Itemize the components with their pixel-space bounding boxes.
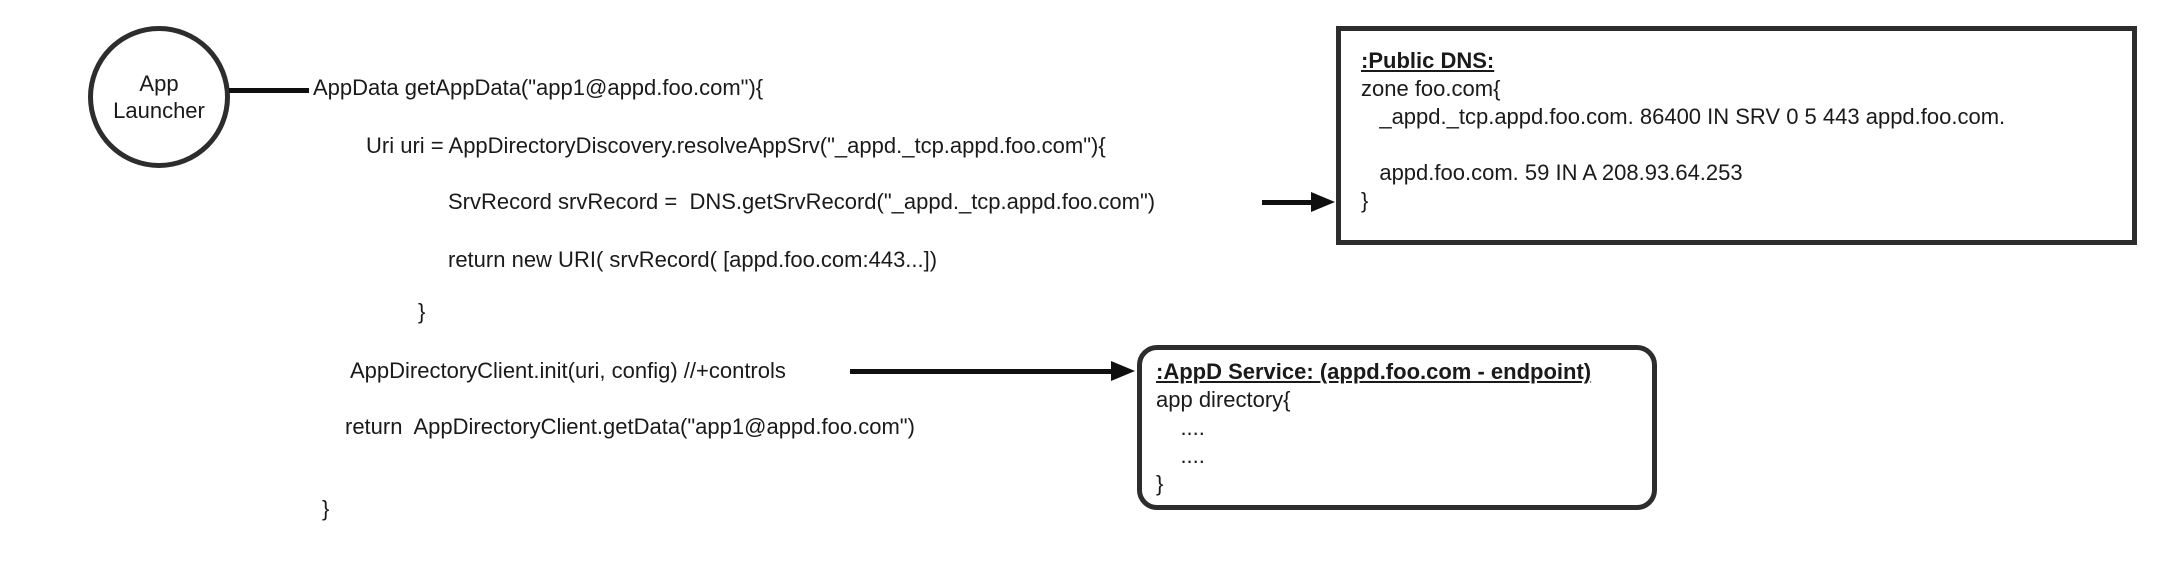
app-launcher-label-line1: App [139, 71, 179, 96]
client-init-arrow [850, 361, 1135, 381]
code-line-inner-brace: } [418, 299, 426, 324]
code-line-getappdata: AppData getAppData("app1@appd.foo.com"){ [313, 75, 764, 100]
appd-closing-brace: } [1156, 471, 1164, 496]
dns-a-record: appd.foo.com. 59 IN A 208.93.64.253 [1361, 160, 1743, 185]
dns-closing-brace: } [1361, 188, 1369, 213]
appd-service-box: :AppD Service: (appd.foo.com - endpoint)… [1137, 345, 1657, 510]
dns-zone-line: zone foo.com{ [1361, 76, 1501, 101]
code-line-outer-brace: } [322, 496, 330, 521]
client-init-arrowhead-icon [1111, 361, 1135, 381]
code-line-getsrvrecord: SrvRecord srvRecord = DNS.getSrvRecord("… [448, 189, 1156, 214]
appd-dots-line-2: .... [1156, 443, 1205, 468]
app-launcher-actor: App Launcher [88, 26, 230, 168]
code-line-client-init: AppDirectoryClient.init(uri, config) //+… [350, 358, 786, 383]
appd-directory-line: app directory{ [1156, 387, 1291, 412]
public-dns-box: :Public DNS: zone foo.com{ _appd._tcp.ap… [1336, 26, 2137, 245]
srv-lookup-arrowhead-icon [1311, 192, 1335, 212]
code-line-return-getdata: return AppDirectoryClient.getData("app1@… [345, 414, 915, 439]
appd-service-title: :AppD Service: (appd.foo.com - endpoint) [1156, 359, 1592, 384]
public-dns-title: :Public DNS: [1361, 48, 1495, 73]
appd-dots-line-1: .... [1156, 415, 1205, 440]
actor-connector-line [229, 88, 309, 93]
dns-blank-line [1361, 131, 2114, 159]
code-line-resolveappsrv: Uri uri = AppDirectoryDiscovery.resolveA… [366, 133, 1106, 158]
app-launcher-label-line2: Launcher [113, 98, 205, 123]
srv-lookup-arrow [1262, 192, 1335, 212]
dns-srv-record: _appd._tcp.appd.foo.com. 86400 IN SRV 0 … [1361, 104, 2006, 129]
code-line-return-new-uri: return new URI( srvRecord( [appd.foo.com… [448, 247, 938, 272]
